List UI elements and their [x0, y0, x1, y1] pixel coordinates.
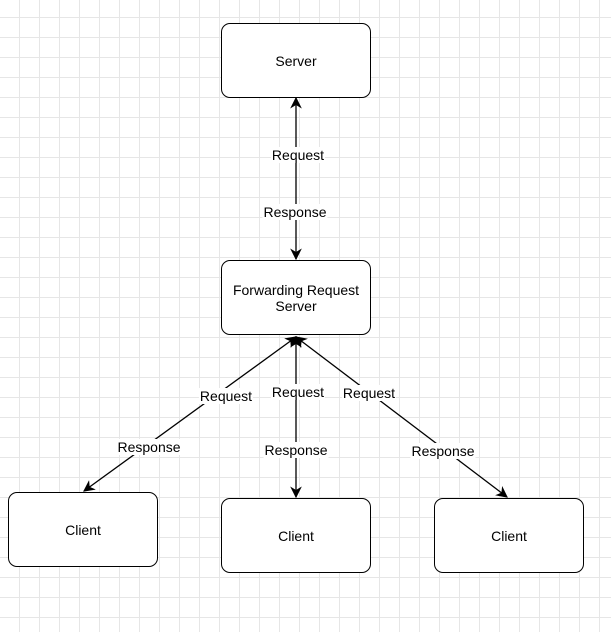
server-node[interactable]: Server: [221, 23, 371, 98]
edge-label-left-request: Request: [198, 388, 254, 404]
edge-forwarding-client-right: [295, 336, 508, 498]
edge-label-right-request: Request: [341, 385, 397, 401]
edge-label-middle-response: Response: [263, 442, 329, 458]
edge-label-right-response: Response: [410, 443, 476, 459]
edge-label-left-response: Response: [116, 439, 182, 455]
forwarding-server-node[interactable]: Forwarding Request Server: [221, 260, 371, 335]
client-node-right[interactable]: Client: [434, 498, 584, 573]
client-node-left[interactable]: Client: [8, 492, 158, 567]
edge-forwarding-client-left: [83, 336, 297, 492]
server-label: Server: [275, 52, 317, 69]
forwarding-server-label: Forwarding Request Server: [232, 281, 360, 314]
edge-label-top-request: Request: [270, 147, 326, 163]
client-left-label: Client: [65, 521, 101, 538]
edge-label-middle-request: Request: [270, 384, 326, 400]
edge-label-top-response: Response: [262, 204, 328, 220]
client-middle-label: Client: [278, 527, 314, 544]
client-right-label: Client: [491, 527, 527, 544]
client-node-middle[interactable]: Client: [221, 498, 371, 573]
